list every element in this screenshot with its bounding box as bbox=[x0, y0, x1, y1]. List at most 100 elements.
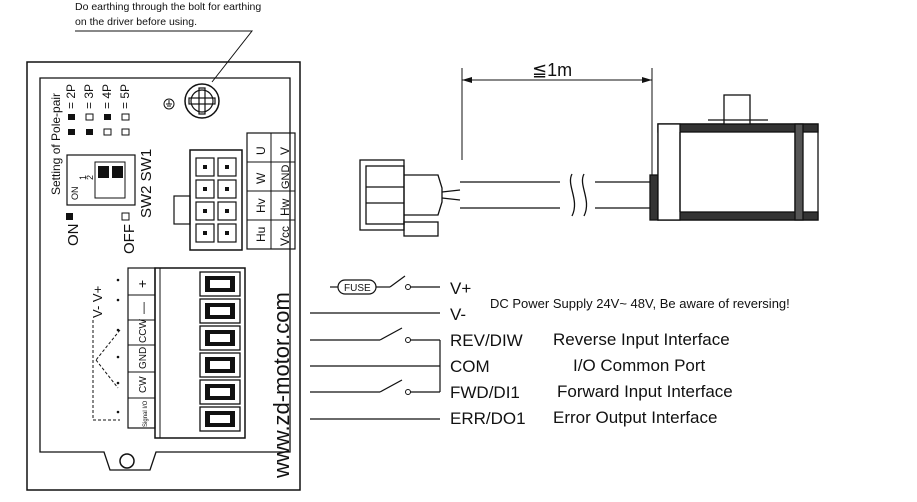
motor-connector bbox=[359, 159, 461, 237]
hall-pin-contact bbox=[225, 209, 229, 213]
hall-pin-contact bbox=[225, 231, 229, 235]
hall-pin-socket bbox=[217, 179, 237, 199]
terminal-slot bbox=[199, 271, 241, 297]
hall-pin-contact bbox=[225, 187, 229, 191]
terminal-label-plus: + bbox=[134, 280, 150, 288]
terminal-fwd-di1: FWD/DI1 bbox=[450, 383, 520, 402]
sw-label: SW2 SW1 bbox=[138, 149, 155, 218]
earthing-note-line1: Do earthing through the bolt for earthin… bbox=[75, 1, 261, 13]
external-wiring bbox=[310, 275, 441, 420]
pole-pair-2p: = 2P bbox=[64, 84, 78, 109]
hall-pin-socket bbox=[195, 157, 215, 177]
hall-pin-vcc: Vcc bbox=[278, 226, 292, 246]
terminal-com: COM bbox=[450, 357, 490, 376]
hall-pin-socket bbox=[217, 223, 237, 243]
pole-pair-table: = 2P = 3P = 4P = 5P bbox=[64, 84, 132, 136]
terminal-vminus: V- bbox=[450, 305, 466, 324]
hall-pin-u: U bbox=[254, 146, 268, 155]
hall-pin-table: U W Hv Hu V GND Hw Vcc bbox=[246, 132, 296, 250]
motor-cable bbox=[460, 173, 652, 217]
terminal-slot bbox=[199, 406, 241, 432]
hall-pin-socket bbox=[217, 201, 237, 221]
terminal-label-signal-io: Signal I/O bbox=[143, 400, 149, 427]
on-label: ON bbox=[65, 224, 82, 247]
earthing-leader-line bbox=[75, 30, 254, 83]
earthing-note: Do earthing through the bolt for earthin… bbox=[75, 1, 261, 83]
terminal-label-table: + — CCW GND CW Signal I/O bbox=[127, 267, 156, 429]
terminal-slot bbox=[199, 325, 241, 351]
terminal-vplus: V+ bbox=[450, 279, 471, 298]
hall-pin-v: V bbox=[278, 147, 292, 155]
terminal-slot-hole bbox=[210, 280, 230, 288]
terminal-label-gnd: GND bbox=[138, 347, 149, 369]
dots bbox=[116, 278, 120, 414]
fuse: FUSE bbox=[337, 279, 377, 295]
desc-forward-input: Forward Input Interface bbox=[557, 382, 733, 401]
earthing-note-line2: on the driver before using. bbox=[75, 16, 197, 28]
direction-switch-sketch bbox=[92, 320, 121, 421]
motor-body bbox=[649, 94, 819, 221]
mounting-hole-icon bbox=[119, 453, 135, 469]
hall-pin-hu: Hu bbox=[254, 227, 268, 242]
hall-pin-contact bbox=[203, 165, 207, 169]
desc-reverse-input: Reverse Input Interface bbox=[553, 330, 730, 349]
switch-contacts bbox=[405, 284, 411, 395]
dip-on-label: ON bbox=[70, 187, 80, 201]
hall-pin-contact bbox=[225, 165, 229, 169]
terminal-slot bbox=[199, 298, 241, 324]
on-indicator bbox=[66, 213, 73, 220]
hall-pin-gnd: GND bbox=[280, 165, 292, 190]
dip-number-1: 1 bbox=[78, 175, 88, 180]
terminal-slot-hole bbox=[210, 334, 230, 342]
pole-pair-5p: = 5P bbox=[118, 84, 132, 109]
dip-number-2: 2 bbox=[85, 175, 95, 180]
motor-assembly: ≦1m bbox=[359, 60, 819, 237]
hall-pin-socket bbox=[217, 157, 237, 177]
pole-pair-3p: = 3P bbox=[82, 84, 96, 109]
pole-pair-row: = 3P bbox=[82, 84, 96, 135]
off-indicator bbox=[121, 212, 130, 221]
hall-pin-contact bbox=[203, 187, 207, 191]
driver-unit: Setting of Pole-pair = 2P = 3P = 4P = 5P bbox=[26, 61, 301, 491]
terminal-slot bbox=[199, 352, 241, 378]
terminal-rev-diw: REV/DIW bbox=[450, 331, 523, 350]
terminal-slot-hole bbox=[210, 388, 230, 396]
hall-pin-socket bbox=[195, 179, 215, 199]
terminal-block[interactable] bbox=[154, 267, 246, 439]
hall-pin-socket bbox=[195, 201, 215, 221]
driver-inner-frame bbox=[39, 77, 291, 471]
terminal-label-cw: CW bbox=[138, 376, 149, 393]
pole-pair-row: = 4P bbox=[100, 84, 114, 136]
hall-pin-contact bbox=[203, 231, 207, 235]
driver-outer-frame bbox=[26, 61, 301, 491]
earth-bolt-icon bbox=[184, 83, 220, 119]
hall-pin-w: W bbox=[254, 172, 268, 184]
hall-pin-hw: Hw bbox=[278, 198, 292, 216]
off-label: OFF bbox=[121, 224, 138, 254]
cable-length-label: ≦1m bbox=[532, 60, 572, 80]
terminal-label-ccw: CCW bbox=[138, 319, 149, 343]
pole-pair-row: = 2P bbox=[64, 84, 78, 135]
vminus-vplus-label: V- V+ bbox=[90, 286, 105, 318]
power-supply-note: DC Power Supply 24V~ 48V, Be aware of re… bbox=[490, 296, 790, 311]
desc-error-output: Error Output Interface bbox=[553, 408, 717, 427]
hall-pin-hv: Hv bbox=[254, 198, 268, 213]
desc-io-common: I/O Common Port bbox=[573, 356, 706, 375]
terminal-err-do1: ERR/DO1 bbox=[450, 409, 526, 428]
terminal-slot-hole bbox=[210, 361, 230, 369]
hall-pin-socket bbox=[195, 223, 215, 243]
hall-pin-contact bbox=[203, 209, 207, 213]
hall-connector[interactable] bbox=[173, 149, 243, 251]
fuse-label: FUSE bbox=[344, 283, 371, 294]
terminal-slot-hole bbox=[210, 415, 230, 423]
website-label: www.zd-motor.com bbox=[269, 292, 294, 479]
pole-pair-4p: = 4P bbox=[100, 84, 114, 109]
dip-switch[interactable]: ON 1 2 bbox=[66, 154, 136, 206]
terminal-label-minus: — bbox=[136, 302, 150, 314]
pole-pair-title: Setting of Pole-pair bbox=[49, 93, 63, 195]
terminal-slot bbox=[199, 379, 241, 405]
terminal-slot-hole bbox=[210, 307, 230, 315]
ground-symbol-icon bbox=[163, 98, 175, 110]
pole-pair-row: = 5P bbox=[118, 84, 132, 136]
